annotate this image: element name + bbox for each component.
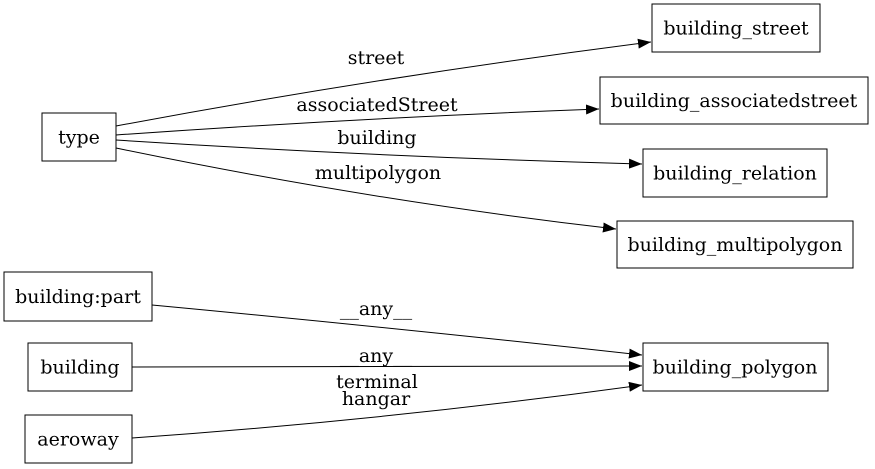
node-building-label: building (40, 357, 119, 379)
edge-type-to-building-relation (115, 139, 643, 169)
node-building-relation: building_relation (642, 148, 828, 198)
node-building: building (27, 342, 133, 392)
edge-labels: street associatedStreet building multipo… (296, 47, 458, 410)
node-building-relation-label: building_relation (653, 163, 817, 185)
node-building-part-box (3, 271, 153, 322)
edge-aeroway-to-building-polygon (131, 381, 643, 439)
node-building-associatedstreet-box (599, 76, 869, 125)
edge-label-hangar: hangar (342, 388, 411, 410)
edge-label-associatedstreet: associatedStreet (296, 94, 458, 116)
edge-label-multipolygon: multipolygon (315, 162, 441, 184)
node-building-relation-box (642, 148, 828, 198)
edge-type-to-building-multipolygon (115, 147, 617, 233)
node-building-multipolygon: building_multipolygon (616, 220, 854, 269)
node-building-street-label: building_street (663, 18, 809, 40)
node-aeroway-label: aeroway (37, 429, 119, 451)
node-aeroway: aeroway (24, 414, 133, 464)
node-type-label: type (58, 127, 100, 149)
edges (115, 38, 652, 439)
edge-building-to-building-polygon (131, 361, 643, 372)
node-type-box (41, 112, 117, 162)
edge-type-to-building-associatedstreet (115, 104, 600, 136)
edge-label-street: street (348, 47, 405, 69)
edge-label-any-1: __any__ (340, 298, 413, 320)
edge-label-building: building (337, 127, 416, 149)
edge-type-to-building-street (115, 38, 652, 127)
node-building-part-label: building:part (15, 286, 141, 308)
edge-label-terminal: terminal (336, 371, 418, 393)
node-building-associatedstreet-label: building_associatedstreet (611, 90, 858, 112)
node-type: type (41, 112, 117, 162)
node-building-box (27, 342, 133, 392)
node-building-polygon: building_polygon (642, 342, 829, 392)
node-building-associatedstreet: building_associatedstreet (599, 76, 869, 125)
node-building-street: building_street (651, 3, 821, 53)
node-building-multipolygon-box (616, 220, 854, 269)
node-building-polygon-label: building_polygon (653, 357, 818, 379)
edge-label-any-2: __any__ (340, 345, 413, 367)
node-aeroway-box (24, 414, 133, 464)
node-building-multipolygon-label: building_multipolygon (628, 234, 843, 256)
node-building-street-box (651, 3, 821, 53)
node-building-polygon-box (642, 342, 829, 392)
node-building-part: building:part (3, 271, 153, 322)
edge-buildingpart-to-building-polygon (151, 304, 643, 359)
